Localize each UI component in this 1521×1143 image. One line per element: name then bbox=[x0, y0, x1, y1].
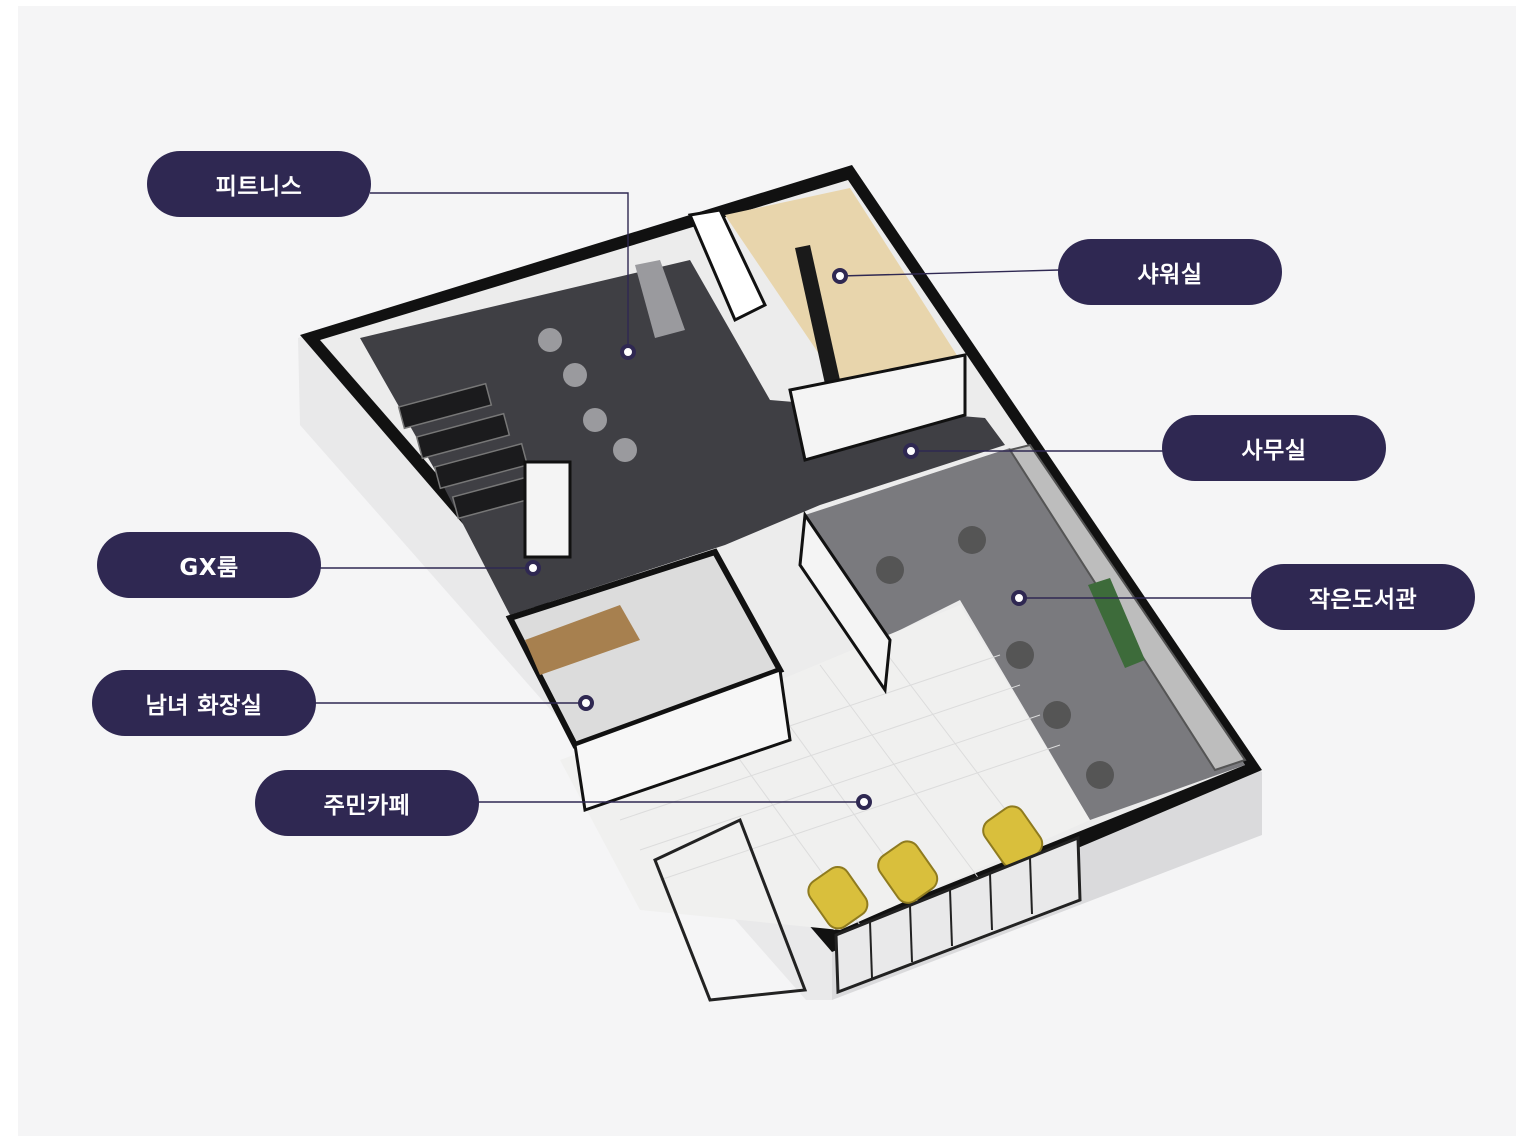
cafe-floor bbox=[560, 605, 1090, 930]
marker-dot-icon bbox=[903, 443, 919, 459]
marker-dot-icon bbox=[1011, 590, 1027, 606]
label-shower: 샤워실 bbox=[1058, 239, 1282, 305]
library-shelves bbox=[1008, 443, 1247, 772]
leader-line-shower bbox=[839, 269, 1060, 277]
marker-dot-icon bbox=[620, 344, 636, 360]
restroom-wall-front bbox=[573, 667, 792, 812]
gym-pillar bbox=[523, 460, 572, 559]
label-cafe: 주민카페 bbox=[255, 770, 479, 836]
office-wall-front bbox=[788, 353, 967, 462]
cafe-sofas bbox=[807, 805, 1044, 930]
shower-floor bbox=[725, 188, 960, 385]
library-chalkboard bbox=[1088, 578, 1145, 668]
label-gx-room: GX룸 bbox=[97, 532, 321, 598]
label-fitness: 피트니스 bbox=[147, 151, 371, 217]
label-restroom: 남녀 화장실 bbox=[92, 670, 316, 736]
marker-dot-icon bbox=[832, 268, 848, 284]
marker-dot-icon bbox=[525, 560, 541, 576]
gym-floor bbox=[360, 260, 1005, 615]
marker-dot-icon bbox=[578, 695, 594, 711]
marker-dot-icon bbox=[856, 794, 872, 810]
library-floor bbox=[805, 448, 1245, 820]
library-inner-wall bbox=[798, 510, 892, 695]
label-office: 사무실 bbox=[1162, 415, 1386, 481]
label-library: 작은도서관 bbox=[1251, 564, 1475, 630]
cafe-glass-mullions bbox=[869, 857, 1033, 979]
exercise-bikes bbox=[538, 328, 637, 462]
leader-line-fitness bbox=[370, 192, 629, 352]
library-tables bbox=[876, 526, 1114, 789]
office-wall-top bbox=[687, 208, 767, 323]
weight-machine bbox=[635, 260, 685, 338]
entrance-glass bbox=[653, 817, 808, 1002]
cafe-glass-front bbox=[834, 835, 1082, 995]
shower-partition bbox=[795, 245, 840, 384]
leader-lines bbox=[314, 192, 1253, 803]
restroom-wood-stalls bbox=[525, 605, 640, 675]
treadmills bbox=[397, 382, 547, 520]
